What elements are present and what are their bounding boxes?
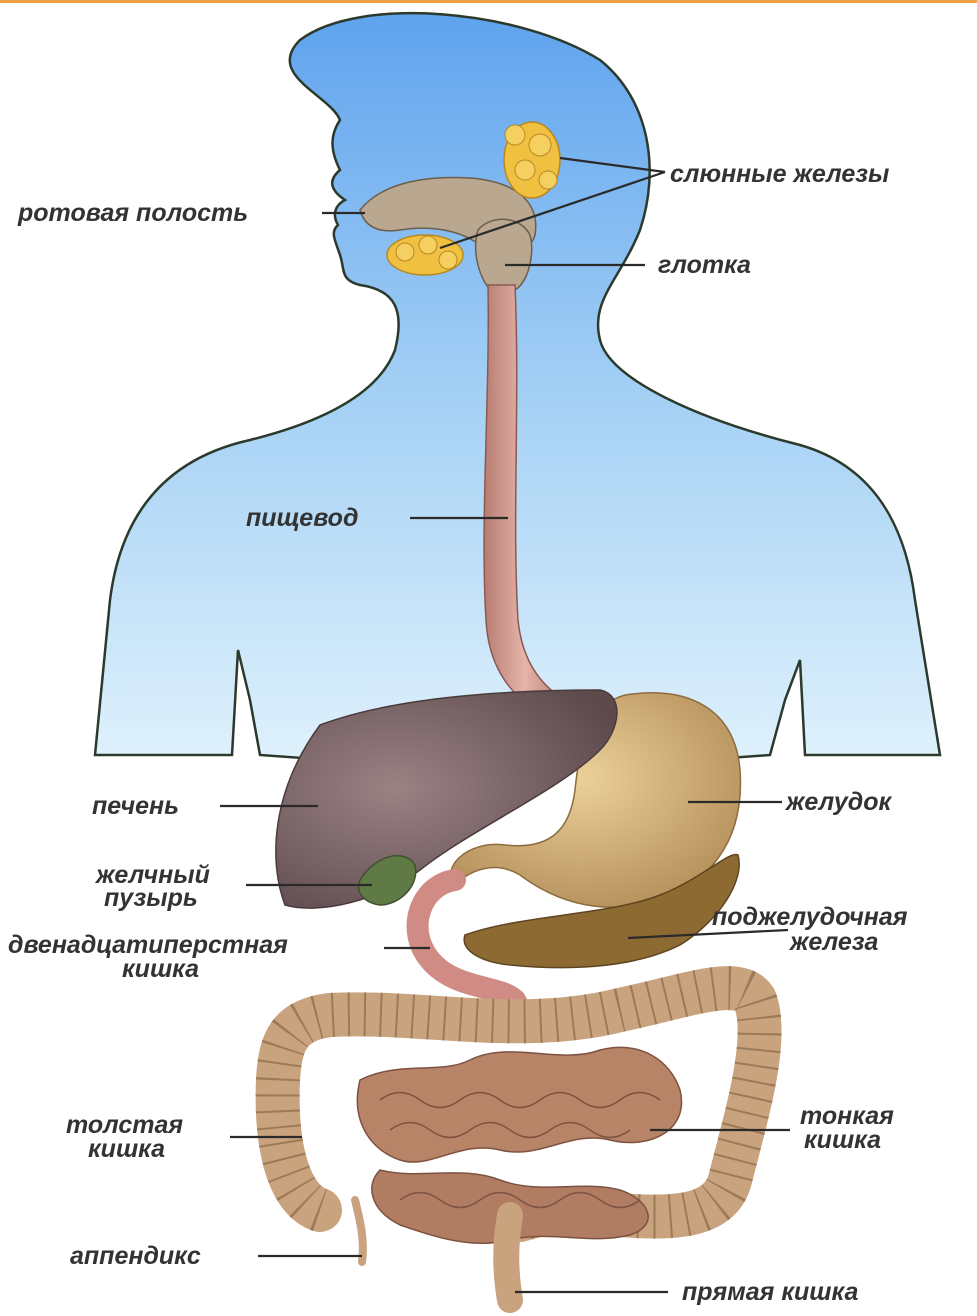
label-large-intestine-line2: кишка: [88, 1135, 165, 1163]
label-pancreas-line2: железа: [788, 928, 878, 956]
label-small-intestine-line2: кишка: [804, 1126, 881, 1154]
appendix: [355, 1200, 363, 1262]
label-appendix: аппендикс: [70, 1242, 201, 1270]
label-gallbladder-line2: пузырь: [104, 884, 198, 912]
label-pancreas-line1: поджелудочная: [712, 903, 908, 931]
pharynx: [476, 219, 532, 290]
rectum: [506, 1215, 510, 1300]
label-duodenum-line2: кишка: [122, 955, 199, 983]
label-salivary-glands: слюнные железы: [670, 160, 889, 188]
label-esophagus: пищевод: [246, 504, 358, 532]
label-stomach: желудок: [784, 788, 892, 816]
label-liver: печень: [92, 792, 179, 820]
label-pharynx: глотка: [658, 251, 751, 279]
label-rectum: прямая кишка: [682, 1278, 858, 1306]
label-mouth: ротовая полость: [17, 199, 248, 227]
